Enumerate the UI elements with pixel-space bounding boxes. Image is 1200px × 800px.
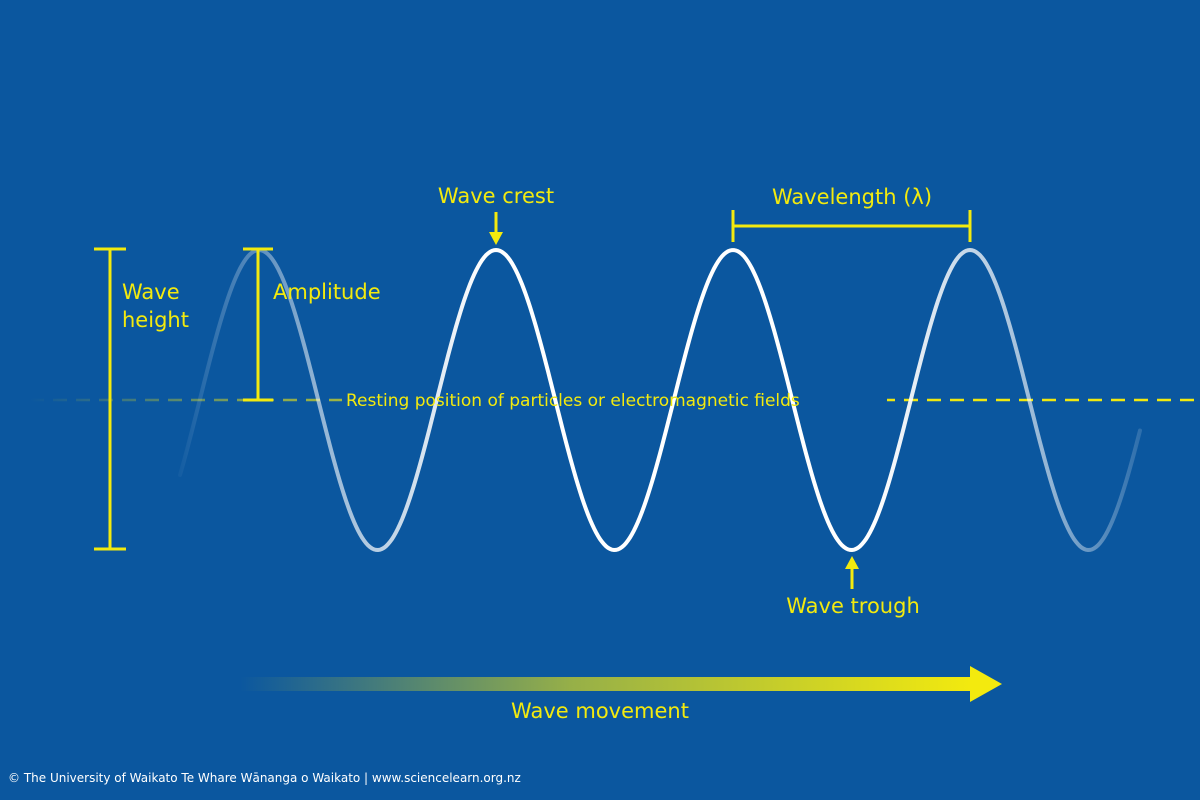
resting-position-label: Resting position of particles or electro… <box>346 391 800 411</box>
wave-movement-arrow <box>240 666 1002 702</box>
wave-curve <box>178 247 1142 553</box>
wave-movement-label: Wave movement <box>511 699 689 723</box>
wavelength-marker <box>731 210 972 242</box>
wave-height-label-line1: Wave <box>122 280 180 304</box>
amplitude-marker <box>243 247 273 402</box>
wave-height-label-line2: height <box>122 308 189 332</box>
wavelength-label: Wavelength (λ) <box>772 185 932 209</box>
amplitude-label: Amplitude <box>273 280 381 304</box>
wave-trough-label: Wave trough <box>786 594 920 618</box>
wave-crest-label: Wave crest <box>438 184 554 208</box>
wave-trough-arrow <box>845 556 859 589</box>
wave-crest-arrow <box>489 212 503 245</box>
wave-height-marker <box>94 247 126 551</box>
copyright-credit: © The University of Waikato Te Whare Wān… <box>8 771 521 785</box>
